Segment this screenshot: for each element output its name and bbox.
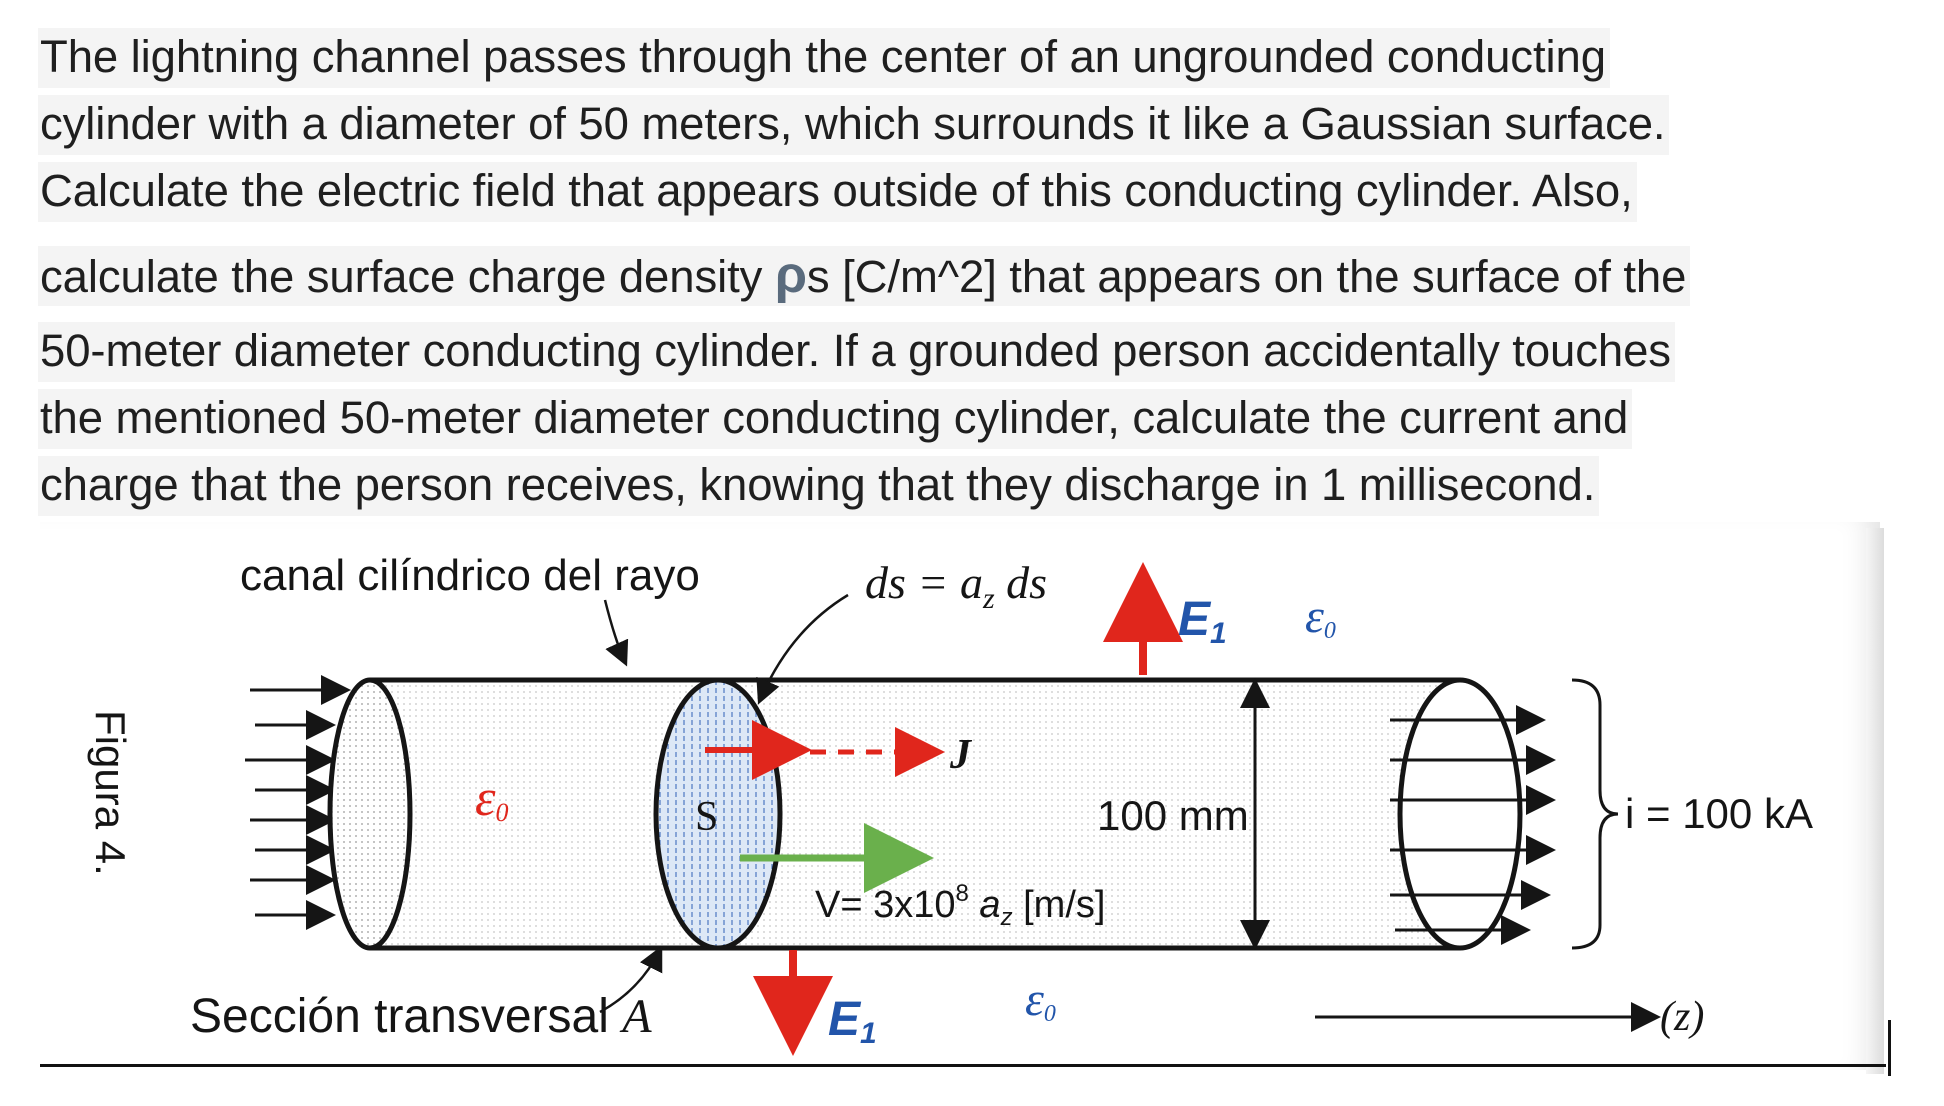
- eps-inside-label: ε0: [475, 770, 509, 827]
- eps-bottom-label: ε0: [1025, 973, 1056, 1027]
- question-line-7: charge that the person receives, knowing…: [38, 456, 1600, 516]
- question-line-3: Calculate the electric field that appear…: [38, 162, 1637, 222]
- rho-symbol: ρ: [774, 246, 807, 304]
- section-label: Sección transversal A: [190, 990, 652, 1043]
- question-line-4-end: s [C/m^2] that appears on the surface of…: [806, 251, 1687, 302]
- e1-bottom-label: E1: [828, 993, 877, 1050]
- question-line-2: cylinder with a diameter of 50 meters, w…: [38, 95, 1670, 155]
- question-line-5: 50-meter diameter conducting cylinder. I…: [38, 322, 1675, 382]
- j-label: J: [949, 732, 973, 778]
- e1-top-label: E1: [1178, 593, 1227, 650]
- question-line-4: calculate the surface charge density ρs …: [38, 246, 1691, 306]
- figure-bottom-rule: [40, 1064, 1886, 1067]
- current-density-arrow: [705, 720, 945, 780]
- s-label: S: [695, 794, 718, 840]
- current-label: i = 100 kA: [1625, 790, 1813, 837]
- velocity-label: V= 3x108 az [m/s]: [815, 880, 1105, 931]
- eps-top-label: ε0: [1305, 590, 1336, 644]
- ds-label: ds = az ds: [865, 557, 1047, 615]
- question-line-1: The lightning channel passes through the…: [38, 28, 1610, 88]
- text-cursor: [1888, 1020, 1891, 1076]
- channel-label: canal cilíndrico del rayo: [240, 551, 700, 600]
- ds-leader: [756, 593, 849, 705]
- channel-leader: [603, 599, 629, 667]
- z-label: (z): [1660, 994, 1704, 1040]
- figure-side-label: Figura 4.: [87, 710, 134, 876]
- conducting-cylinder: [327, 677, 1523, 951]
- incoming-flow-arrows: [245, 675, 351, 930]
- diameter-label: 100 mm: [1097, 792, 1249, 839]
- section-leader: [599, 945, 663, 1014]
- question-line-4-start: calculate the surface charge density: [40, 251, 775, 302]
- figure-frame-edge: [1866, 528, 1884, 1074]
- current-brace: [1571, 678, 1619, 950]
- outgoing-flow-arrows: [1390, 705, 1556, 945]
- question-line-6: the mentioned 50-meter diameter conducti…: [38, 389, 1633, 449]
